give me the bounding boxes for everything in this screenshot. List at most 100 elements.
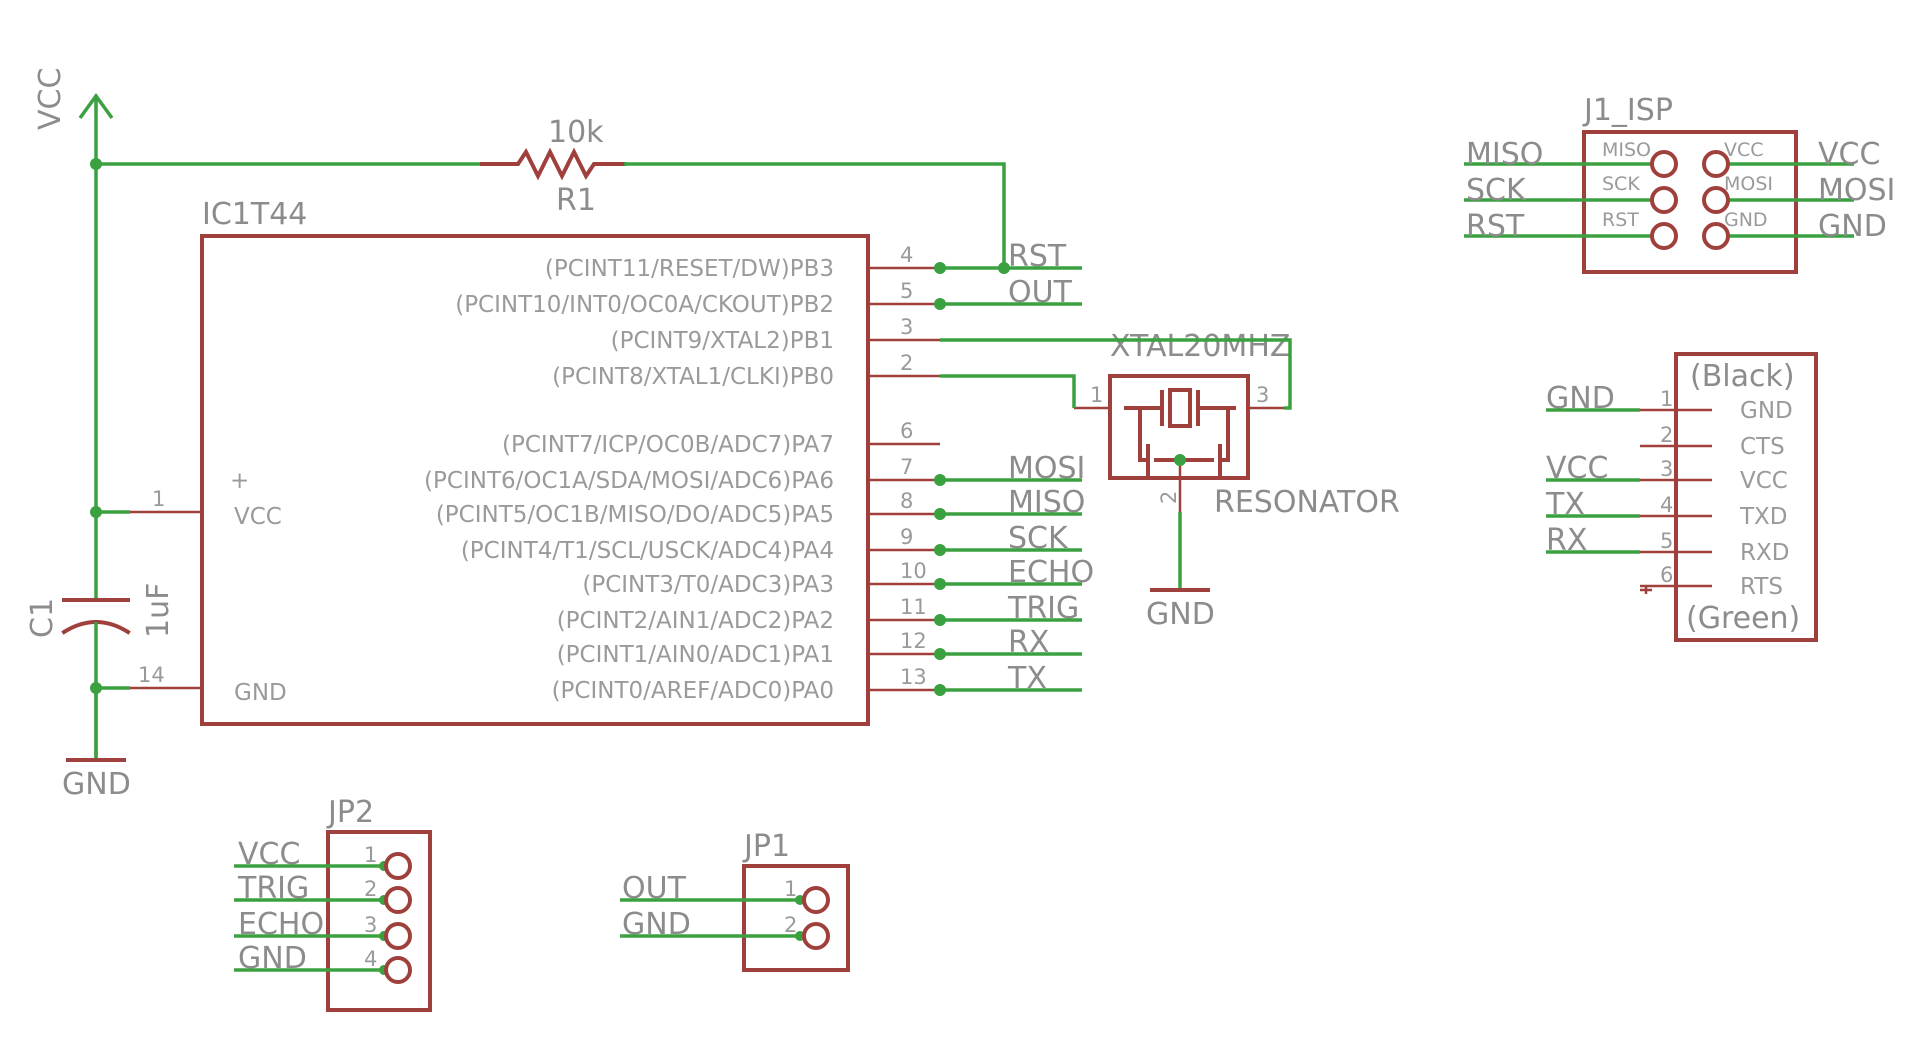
r1-name: R1	[556, 183, 596, 218]
jp2-pin-hole	[384, 886, 412, 914]
ftdi-pin-label: GND	[1740, 398, 1793, 424]
ic-vcc-label: VCC	[234, 504, 282, 530]
ic-pin-label: (PCINT0/AREF/ADC0)PA0	[552, 678, 834, 704]
net-label: RX	[1008, 625, 1049, 660]
net-label: OUT	[1008, 275, 1073, 310]
net-junction	[934, 544, 946, 556]
ic-pin-number: 2	[900, 351, 913, 375]
jp1-pin-hole	[802, 922, 830, 950]
resonator-xtal: XTAL20MHZ RESONATOR 1 3 2	[1074, 329, 1400, 520]
ic-pin-number: 9	[900, 525, 913, 549]
net-label: SCK	[1008, 521, 1069, 556]
ic-plus: +	[230, 468, 249, 494]
ic-pin-label: (PCINT5/OC1B/MISO/DO/ADC5)PA5	[436, 502, 834, 528]
net-label: TRIG	[1007, 591, 1079, 626]
ic-attiny44: IC1T44 + VCC GND 1 14	[96, 197, 870, 726]
isp-inner-sck: SCK	[1602, 173, 1640, 195]
ftdi-pin-label: TXD	[1739, 504, 1788, 530]
jp2-pin-number: 4	[364, 947, 377, 971]
net-junction	[934, 684, 946, 696]
net-label: TRIG	[237, 871, 309, 906]
resonator-value: RESONATOR	[1214, 485, 1400, 520]
jp1-pin-number: 1	[784, 877, 797, 901]
net-label: ECHO	[238, 907, 324, 942]
ic-pin-number: 12	[900, 629, 927, 653]
jp1-header: JP1	[742, 829, 850, 972]
jp2-pin-hole	[384, 922, 412, 950]
ic-name: IC1T44	[202, 197, 307, 232]
ftdi-top-label: (Black)	[1690, 359, 1795, 394]
isp-inner-gnd: GND	[1724, 209, 1768, 231]
net-junction	[998, 262, 1010, 274]
gnd-symbol-left: GND	[62, 688, 131, 802]
net-label: MOSI	[1008, 451, 1085, 486]
isp-net-gnd: GND	[1818, 209, 1887, 244]
net-label: GND	[238, 941, 307, 976]
ftdi-pin-label: RTS	[1740, 574, 1783, 600]
ftdi-pin-number: 6	[1660, 563, 1673, 587]
ftdi-pin-number: 5	[1660, 529, 1673, 553]
ic-pin-number: 11	[900, 595, 927, 619]
net-label: MISO	[1008, 485, 1085, 520]
jp2-pin-hole	[384, 852, 412, 880]
vcc-label: VCC	[33, 68, 68, 130]
isp-net-mosi: MOSI	[1818, 173, 1895, 208]
net-junction	[934, 474, 946, 486]
isp-net-miso: MISO	[1466, 137, 1543, 172]
ic-pin-label: (PCINT11/RESET/DW)PB3	[545, 256, 834, 282]
ic-pin-label: (PCINT3/T0/ADC3)PA3	[582, 572, 834, 598]
ic-pin-number: 13	[900, 665, 927, 689]
ftdi-pin-number: 2	[1660, 423, 1673, 447]
ftdi-pin-number: 3	[1660, 457, 1673, 481]
ic-pin-number: 7	[900, 455, 913, 479]
ic-pin-label: (PCINT4/T1/SCL/USCK/ADC4)PA4	[461, 538, 834, 564]
net-label: TX	[1007, 661, 1047, 696]
c1-name: C1	[25, 598, 60, 638]
gnd-label-left: GND	[62, 767, 131, 802]
jp2-pin-number: 1	[364, 843, 377, 867]
isp-name: J1_ISP	[1582, 93, 1673, 128]
isp-net-sck: SCK	[1466, 173, 1527, 208]
net-label: RST	[1008, 239, 1067, 274]
ic-pin-number: 5	[900, 279, 913, 303]
isp-inner-rst: RST	[1602, 209, 1639, 231]
net-label: VCC	[238, 837, 300, 872]
c1-value: 1uF	[141, 583, 176, 638]
ic-gnd-label: GND	[234, 680, 287, 706]
jp2-pin-number: 2	[364, 877, 377, 901]
net-junction	[934, 508, 946, 520]
resonator-pin-2: 2	[1157, 491, 1181, 504]
ic-pin-number: 8	[900, 489, 913, 513]
ic-pin-label: (PCINT1/AIN0/ADC1)PA1	[557, 642, 834, 668]
resonator-pin-3: 3	[1256, 383, 1269, 407]
jp1-pin-hole	[802, 886, 830, 914]
isp-inner-mosi: MOSI	[1724, 173, 1773, 195]
ic-pin-label: (PCINT9/XTAL2)PB1	[611, 328, 834, 354]
r1-value: 10k	[548, 115, 604, 150]
resonator-pin-1: 1	[1090, 383, 1103, 407]
ic-pin-number: 4	[900, 243, 913, 267]
ftdi-pin-number: 4	[1660, 493, 1673, 517]
ftdi-header: (Black) (Green)	[1674, 352, 1818, 642]
net-junction	[934, 648, 946, 660]
ic-pin-label: (PCINT6/OC1A/SDA/MOSI/ADC6)PA6	[424, 468, 834, 494]
net-label: RX	[1546, 523, 1587, 558]
ftdi-pin-number: 1	[1660, 387, 1673, 411]
net-label: TX	[1545, 487, 1585, 522]
ic-pin-number: 6	[900, 419, 913, 443]
net-junction	[934, 262, 946, 274]
net-label: GND	[1546, 381, 1615, 416]
ftdi-pin6-mark	[1640, 586, 1652, 594]
gnd-label-resonator: GND	[1146, 597, 1215, 632]
ftdi-bottom-label: (Green)	[1686, 601, 1800, 636]
jp1-name: JP1	[742, 829, 790, 864]
ic-pin-label: (PCINT7/ICP/OC0B/ADC7)PA7	[502, 432, 834, 458]
isp-header: J1_ISP MISO SCK RST VCC MOSI GND MISO SC…	[1464, 93, 1895, 274]
isp-net-rst: RST	[1466, 209, 1525, 244]
jp2-name: JP2	[326, 795, 374, 830]
ftdi-pin-label: VCC	[1740, 468, 1788, 494]
